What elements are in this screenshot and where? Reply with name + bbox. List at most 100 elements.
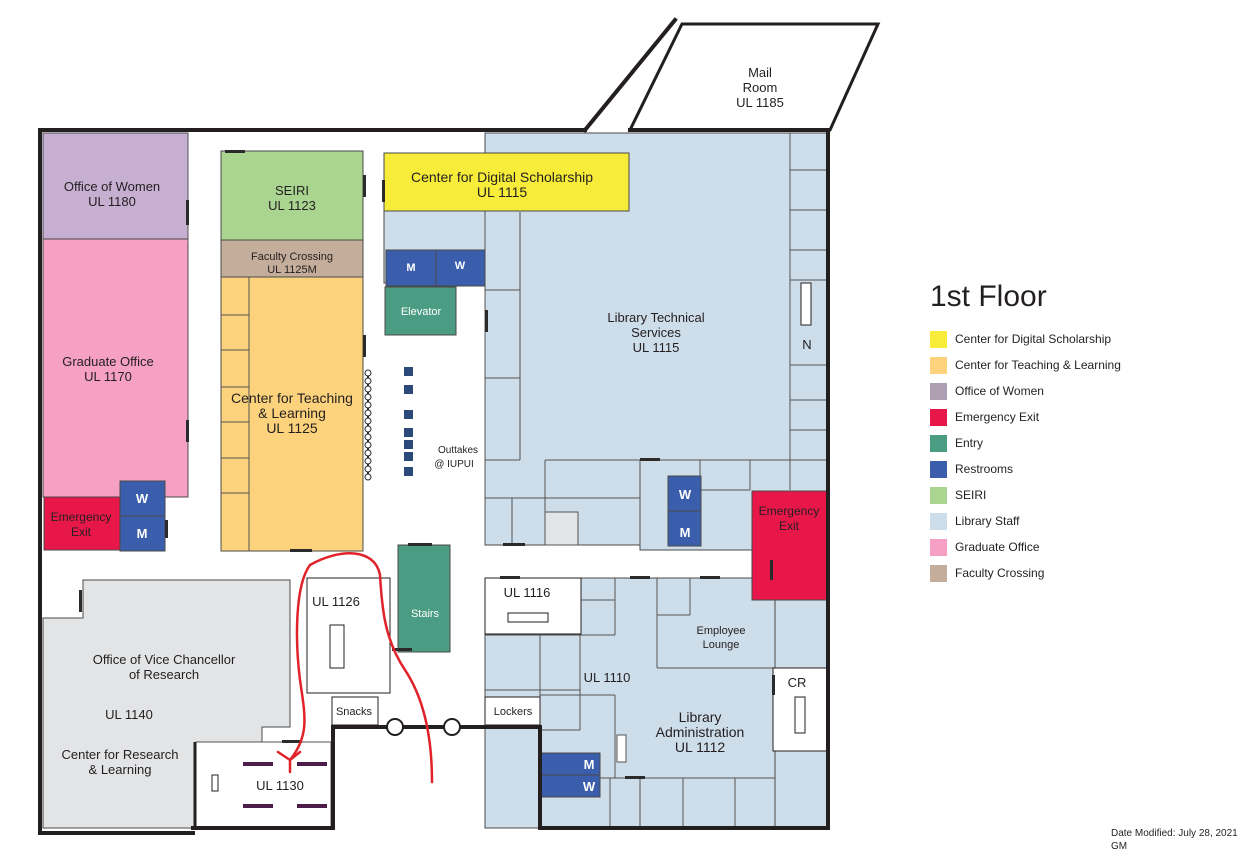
restroom-w-right[interactable]	[667, 475, 702, 512]
teaching-learning-label-3: UL 1125	[266, 420, 318, 436]
author-initials: GM	[1111, 841, 1128, 852]
restroom-m-right-label: M	[680, 525, 691, 540]
legend-label: Center for Digital Scholarship	[955, 332, 1112, 346]
seiri-label-2: UL 1123	[268, 198, 316, 213]
turnstile-left	[386, 718, 404, 736]
ul-1126[interactable]	[306, 577, 391, 694]
lockers-label: Lockers	[494, 706, 533, 718]
legend-label: SEIRI	[955, 488, 987, 502]
library-tech-label-1: Library Technical	[607, 310, 704, 325]
center-for-digital-scholarship[interactable]	[383, 152, 630, 212]
library-admin-label-1: Library	[679, 709, 722, 725]
emergency-exit-right[interactable]	[751, 490, 829, 601]
route-arrowhead	[276, 750, 302, 774]
legend-swatch	[930, 408, 947, 426]
restroom-m-bottom-label: M	[584, 757, 595, 772]
cr-label: CR	[788, 675, 807, 690]
center-for-teaching-learning[interactable]	[220, 276, 364, 552]
stairs[interactable]	[397, 544, 451, 653]
legend-swatch	[930, 460, 947, 478]
teaching-learning-label-2: & Learning	[258, 405, 326, 421]
ul-1140-label: UL 1140	[105, 707, 153, 722]
legend-swatch	[930, 564, 947, 582]
legend-item: SEIRI	[930, 482, 1230, 508]
ul-1116-label: UL 1116	[504, 585, 551, 600]
turnstile-right	[443, 718, 461, 736]
legend-label: Restrooms	[955, 462, 1014, 476]
office-of-women[interactable]	[42, 132, 189, 240]
ul-1110-label: UL 1110	[584, 670, 631, 685]
legend-swatch	[930, 382, 947, 400]
legend-item: Restrooms	[930, 456, 1230, 482]
legend-label: Graduate Office	[955, 540, 1040, 554]
ul-1130-label: UL 1130	[256, 778, 304, 793]
legend-item: Library Staff	[930, 508, 1230, 534]
seiri-label-1: SEIRI	[275, 183, 309, 198]
mail-room-label-1: Mail	[748, 65, 772, 80]
legend-swatch	[930, 434, 947, 452]
employee-lounge-label-1: Employee	[697, 625, 746, 637]
legend: 1st Floor Center for Digital Scholarship…	[930, 280, 1230, 586]
date-modified: Date Modified: July 28, 2021 GM	[1111, 827, 1238, 853]
employee-lounge-label-2: Lounge	[703, 639, 740, 651]
stairs-label: Stairs	[411, 608, 440, 620]
outtakes-label-2: @ IUPUI	[434, 459, 474, 470]
teaching-learning-label-1: Center for Teaching	[231, 390, 353, 406]
elevator[interactable]	[384, 286, 457, 336]
ul-1130-tables	[211, 762, 327, 808]
ul-1116[interactable]	[484, 577, 582, 635]
n-room-label: N	[802, 337, 811, 352]
legend-swatch	[930, 356, 947, 374]
mail-room-label-2: Room	[743, 80, 778, 95]
emergency-exit-left[interactable]	[43, 496, 121, 551]
graduate-office-label-2: UL 1170	[84, 369, 132, 384]
emergency-exit-left-label-1: Emergency	[51, 510, 112, 524]
legend-item: Graduate Office	[930, 534, 1230, 560]
faculty-crossing-label-2: UL 1125M	[267, 264, 317, 276]
cr-table	[794, 696, 806, 734]
graduate-office-label-1: Graduate Office	[62, 354, 154, 369]
restroom-m-top-label: M	[406, 262, 415, 274]
outtakes-seating	[364, 367, 413, 481]
restroom-m-top[interactable]	[385, 249, 437, 287]
legend-swatch	[930, 512, 947, 530]
restroom-w-top-label: W	[455, 260, 466, 272]
emergency-exit-right-label-1: Emergency	[759, 504, 820, 518]
restroom-w-left-label: W	[136, 491, 149, 506]
ul-1126-label: UL 1126	[312, 594, 360, 609]
restroom-w-bottom-label: W	[583, 779, 596, 794]
legend-swatch	[930, 538, 947, 556]
mail-room-label-3: UL 1185	[736, 95, 784, 110]
library-admin-label-3: UL 1112	[675, 739, 726, 755]
office-of-women-label-2: UL 1180	[88, 194, 136, 209]
doors	[79, 150, 775, 779]
legend-label: Faculty Crossing	[955, 566, 1045, 580]
restroom-w-top[interactable]	[435, 249, 486, 287]
legend-swatch	[930, 486, 947, 504]
floor-title: 1st Floor	[930, 280, 1047, 313]
seiri[interactable]	[220, 150, 364, 241]
graduate-office[interactable]	[42, 238, 189, 498]
teaching-partitions	[221, 277, 250, 551]
research-learning-label-1: Center for Research	[61, 747, 178, 762]
restroom-m-left[interactable]	[119, 515, 166, 552]
emergency-exit-left-label-2: Exit	[71, 525, 92, 539]
restroom-m-right[interactable]	[667, 510, 702, 547]
legend-item: Entry	[930, 430, 1230, 456]
lockers[interactable]	[484, 696, 541, 726]
legend-item: Emergency Exit	[930, 404, 1230, 430]
research-learning-label-2: & Learning	[89, 762, 152, 777]
library-tech-label-3: UL 1115	[633, 340, 680, 355]
legend-label: Library Staff	[955, 514, 1020, 528]
ul-1116-table	[507, 612, 549, 623]
legend-item: Office of Women	[930, 378, 1230, 404]
faculty-crossing-label-1: Faculty Crossing	[251, 251, 333, 263]
emergency-exit-right-label-2: Exit	[779, 519, 800, 533]
ocvr-label-1: Office of Vice Chancellor	[93, 652, 236, 667]
staff-partitions	[484, 133, 828, 828]
elevator-label: Elevator	[401, 306, 442, 318]
library-admin-label-2: Administration	[656, 724, 745, 740]
ocvr-label-2: of Research	[129, 667, 199, 682]
